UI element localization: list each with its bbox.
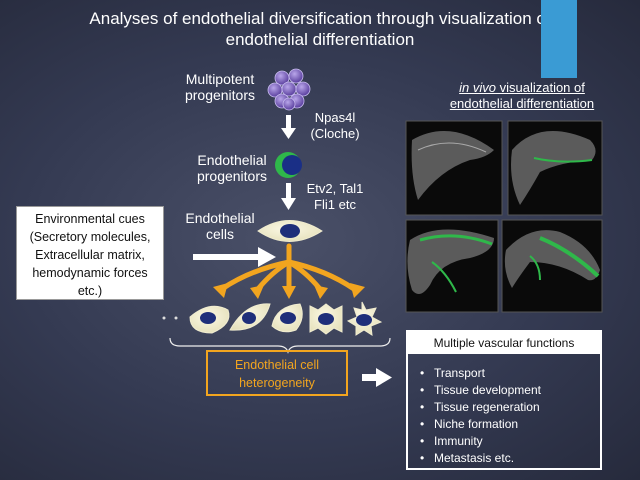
env-line-3: Extracellular matrix, xyxy=(35,248,145,262)
vascular-functions-box xyxy=(406,330,602,470)
endo-prog-line-1: Endothelial xyxy=(197,152,267,168)
environment-arrow-icon xyxy=(193,247,276,267)
function-item: Metastasis etc. xyxy=(420,450,541,467)
down-arrow-2-icon xyxy=(281,183,296,210)
in-vivo-italic: in vivo xyxy=(459,80,496,95)
ellipsis-dots-icon xyxy=(162,316,178,320)
title-line-1: Analyses of endothelial diversification … xyxy=(89,9,551,28)
branching-arrows-icon xyxy=(219,243,357,292)
env-line-5: etc.) xyxy=(77,284,103,298)
diverse-cell-3-icon xyxy=(271,303,303,333)
micrograph-3 xyxy=(405,219,499,313)
in-vivo-line-1: in vivo visualization of xyxy=(424,80,620,96)
diverse-cell-2-icon xyxy=(229,303,271,331)
diverse-cell-5-icon xyxy=(346,301,383,336)
env-line-4: hemodynamic forces xyxy=(32,266,148,280)
function-item: Tissue development xyxy=(420,382,541,399)
page-title: Analyses of endothelial diversification … xyxy=(0,8,640,50)
endothelial-cell-icon xyxy=(257,220,323,242)
heterogeneity-box: Endothelial cell heterogeneity xyxy=(206,350,348,396)
multipotent-line-1: Multipotent xyxy=(185,71,255,87)
endothelial-progenitor-icon xyxy=(275,152,302,178)
endo-cells-line-1: Endothelial xyxy=(185,210,255,226)
function-item: Tissue regeneration xyxy=(420,399,541,416)
env-line-2: (Secretory molecules, xyxy=(29,230,151,244)
right-arrow-icon xyxy=(362,368,392,387)
endothelial-cells-label: Endothelial cells xyxy=(168,210,272,242)
function-item: Transport xyxy=(420,365,541,382)
in-vivo-heading: in vivo visualization of endothelial dif… xyxy=(424,80,620,112)
environmental-cues-box: Environmental cues (Secretory molecules,… xyxy=(16,206,164,300)
het-line-2: heterogeneity xyxy=(239,376,315,390)
micrograph-4 xyxy=(501,219,603,313)
endo-prog-line-2: progenitors xyxy=(196,168,268,184)
factor-1-line-2: (Cloche) xyxy=(310,126,360,141)
in-vivo-line-2: endothelial differentiation xyxy=(449,96,595,111)
diverse-cell-1-icon xyxy=(189,305,230,334)
microscopy-panels xyxy=(405,120,603,313)
micrograph-1 xyxy=(405,120,503,216)
factor-etv2: Etv2, Tal1 Fli1 etc xyxy=(298,181,372,213)
endo-cells-line-2: cells xyxy=(205,226,234,242)
het-line-1: Endothelial cell xyxy=(234,358,320,372)
bracket-icon xyxy=(169,337,391,354)
accent-bar xyxy=(541,0,577,78)
factor-npas4l: Npas4l (Cloche) xyxy=(300,110,370,142)
micrograph-2 xyxy=(507,120,603,216)
diverse-cells-row-icon xyxy=(189,301,383,336)
vascular-functions-list: Transport Tissue development Tissue rege… xyxy=(420,365,541,467)
branch-arrowheads-icon xyxy=(213,283,365,299)
function-item: Immunity xyxy=(420,433,541,450)
factor-2-line-1: Etv2, Tal1 xyxy=(306,181,364,196)
in-vivo-rest: visualization of xyxy=(495,80,585,95)
title-line-2: endothelial differentiation xyxy=(225,30,415,49)
factor-2-line-2: Fli1 etc xyxy=(314,197,356,212)
function-item: Niche formation xyxy=(420,416,541,433)
multipotent-cluster-icon xyxy=(267,68,311,111)
vascular-functions-title: Multiple vascular functions xyxy=(408,332,600,354)
diverse-cell-4-icon xyxy=(309,303,343,335)
down-arrow-1-icon xyxy=(281,115,296,139)
env-line-1: Environmental cues xyxy=(35,212,145,226)
factor-1-line-1: Npas4l xyxy=(314,110,356,125)
endothelial-progenitors-label: Endothelial progenitors xyxy=(182,152,282,184)
multipotent-line-2: progenitors xyxy=(184,87,256,103)
multipotent-progenitors-label: Multipotent progenitors xyxy=(170,71,270,103)
